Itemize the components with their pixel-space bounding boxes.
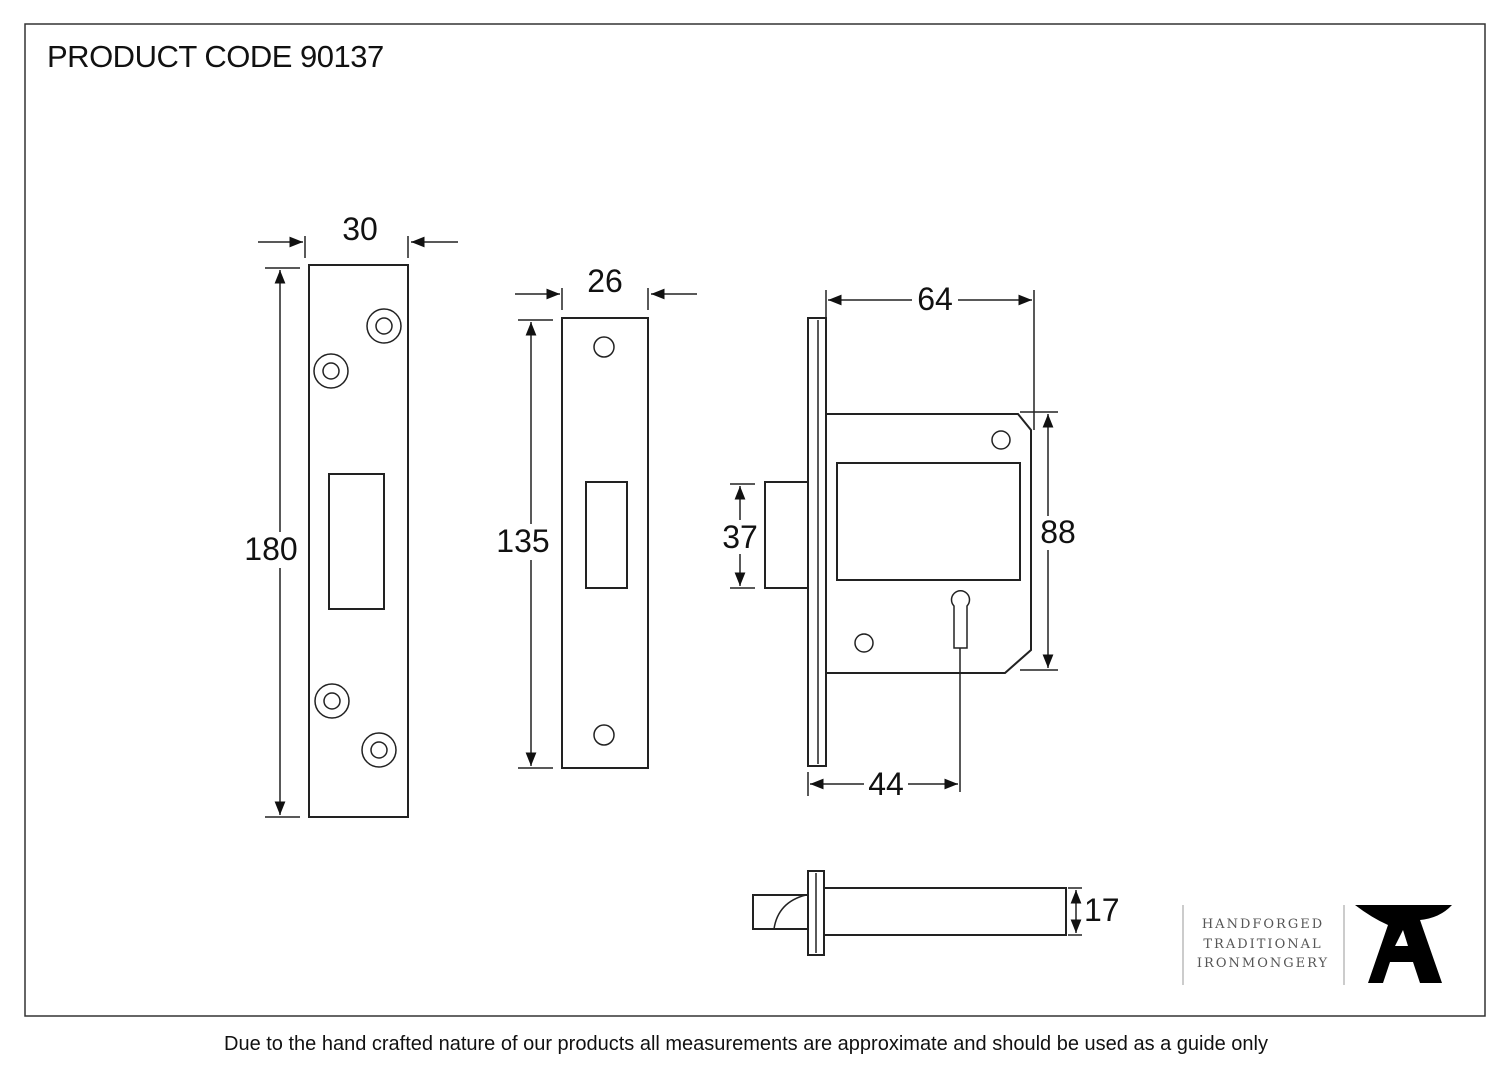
drawing-border xyxy=(24,23,1486,1017)
anvil-logo-icon xyxy=(1355,905,1452,983)
screw-hole xyxy=(361,732,397,768)
screw-hole xyxy=(314,683,350,719)
keep-plate xyxy=(561,317,649,769)
svg-text:180: 180 xyxy=(244,531,297,567)
keyhole xyxy=(950,590,971,649)
dimension-bolt-height: 37 xyxy=(720,483,762,589)
svg-text:TRADITIONAL: TRADITIONAL xyxy=(1203,937,1322,952)
svg-text:HANDFORGED: HANDFORGED xyxy=(1202,917,1324,932)
bolt-side-view xyxy=(752,870,1067,956)
dimension-keep-height: 135 xyxy=(493,319,555,769)
svg-text:88: 88 xyxy=(1040,514,1076,550)
dimension-forend-height: 180 xyxy=(240,267,304,818)
lock-body xyxy=(764,317,1032,792)
svg-text:135: 135 xyxy=(496,523,549,559)
screw-hole xyxy=(313,353,349,389)
svg-text:64: 64 xyxy=(917,281,953,317)
svg-text:44: 44 xyxy=(868,766,904,802)
dimension-case-height: 88 xyxy=(1020,411,1080,671)
dimension-backset: 44 xyxy=(807,766,958,802)
svg-text:17: 17 xyxy=(1084,892,1120,928)
svg-text:30: 30 xyxy=(342,211,378,247)
disclaimer-footer: Due to the hand crafted nature of our pr… xyxy=(224,1033,1268,1055)
lock-bolt xyxy=(764,481,809,589)
dimension-forend-width: 30 xyxy=(258,211,458,258)
forend-slot xyxy=(328,473,385,610)
dimension-case-depth: 64 xyxy=(825,281,1035,430)
svg-text:37: 37 xyxy=(722,519,758,555)
dimension-keep-width: 26 xyxy=(515,263,697,310)
screw-hole xyxy=(366,308,402,344)
product-code-title: PRODUCT CODE 90137 xyxy=(47,39,384,74)
svg-text:26: 26 xyxy=(587,263,623,299)
forend-plate xyxy=(308,264,409,818)
brand-logo: HANDFORGED TRADITIONAL IRONMONGERY xyxy=(1182,905,1452,985)
dimension-bolt-thickness: 17 xyxy=(1068,887,1120,936)
svg-text:IRONMONGERY: IRONMONGERY xyxy=(1197,956,1329,971)
